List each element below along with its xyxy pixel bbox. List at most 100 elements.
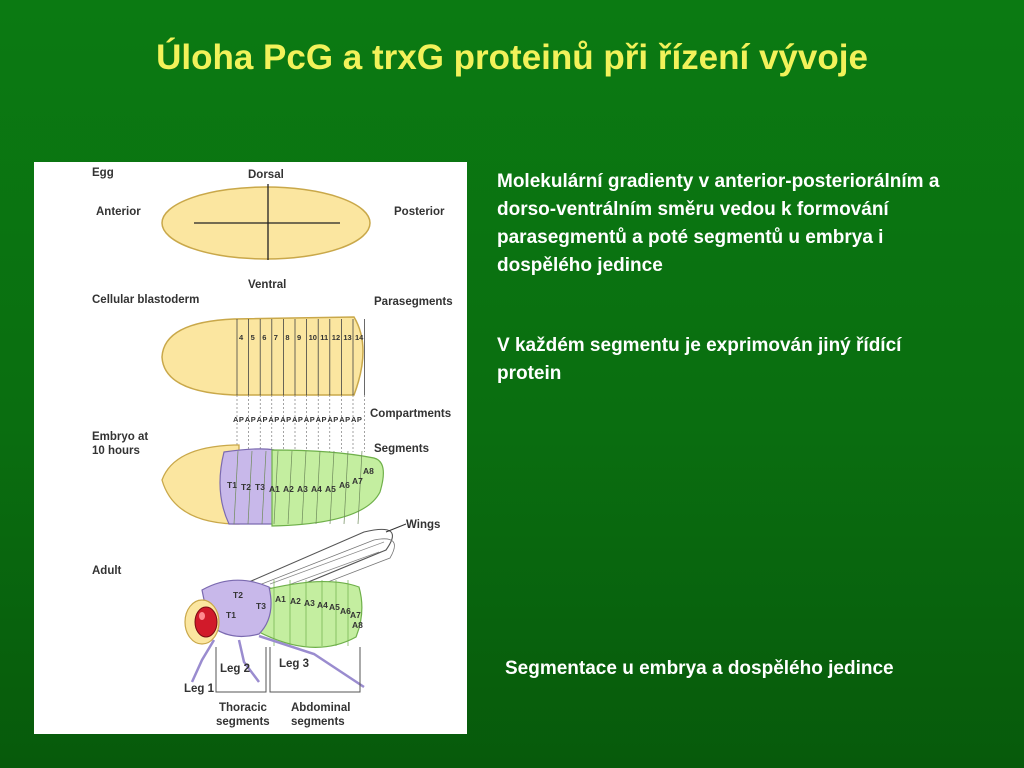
leg-3 [258,634,365,689]
leg-1 [190,639,216,683]
compartment-letter: A [304,415,310,424]
wing-vein [279,551,380,589]
segment-boundary [343,450,349,525]
compartment-letter: P [263,415,268,424]
wing-lower [252,538,395,598]
embryo-abdomen [271,449,384,527]
compartments-label: Compartments [370,408,451,420]
adult-abdominal-label: A6 [340,606,351,616]
segment-boundary [233,450,239,525]
segment-boundary [357,450,363,525]
adult-abdominal-label: A4 [317,600,328,610]
compartment-letter: P [251,415,256,424]
parasegment-number: 10 [309,333,317,342]
thoracic-label-line1: Thoracic [219,702,268,714]
compartment-letter: A [245,415,251,424]
embryo-label-line2: 10 hours [92,445,140,457]
compartment-letter: A [280,415,286,424]
description-paragraph-1: Molekulární gradienty v anterior-posteri… [497,171,940,276]
adult-label: Adult [92,565,122,577]
segmentation-figure: Egg Dorsal Anterior Posterior Ventral Ce… [34,162,467,734]
segment-boundary [261,450,267,525]
parasegment-number: 8 [285,333,289,342]
thoracic-bracket [215,647,267,693]
segment-boundary [301,450,307,525]
adult-thoracic-label: T2 [233,590,243,600]
adult-abdominal-label: A3 [304,598,315,608]
slide-title: Úloha PcG a trxG proteinů při řízení výv… [156,38,868,77]
adult-abdominal-label: A2 [290,596,301,606]
embryo-thorax [219,448,275,525]
parasegment-number: 12 [332,333,340,342]
compartment-letter: A [233,415,239,424]
compartment-letter: P [322,415,327,424]
embryo-segment-label: T2 [241,482,251,492]
abdominal-label-line1: Abdominal [291,702,350,714]
embryo-segment-label: A4 [311,484,322,494]
thoracic-label-line2: segments [216,716,270,728]
segment-boundary [273,450,279,525]
compartment-letter: A [257,415,263,424]
abdominal-label-line2: segments [291,716,345,728]
compartment-letter: A [268,415,274,424]
compartment-letter: A [327,415,333,424]
compartment-letter: A [316,415,322,424]
compartment-letter: P [345,415,350,424]
parasegment-number: 11 [320,333,328,342]
parasegments-label: Parasegments [374,296,453,308]
segment-boundary [329,450,335,525]
compartment-letter: A [292,415,298,424]
leg2-label: Leg 2 [220,663,250,675]
parasegment-number: 4 [239,333,244,342]
ventral-label: Ventral [248,279,286,291]
wing-pointer [385,523,407,533]
leg-2 [237,639,260,683]
embryo-segment-label: A1 [269,484,280,494]
embryo-segment-label: A7 [352,476,363,486]
description-paragraph-2: V každém segmentu je exprimován jiný říd… [497,335,902,384]
wings-label: Wings [406,519,440,531]
parasegment-number: 7 [274,333,278,342]
adult-thoracic-label: T3 [256,601,266,611]
compartment-letter: P [333,415,338,424]
adult-abdominal-label: A8 [352,620,363,630]
compartment-letter: A [339,415,345,424]
embryo-segment-label: A6 [339,480,350,490]
blastoderm-shape [161,316,364,396]
blastoderm-label: Cellular blastoderm [92,294,199,306]
compartment-letter: P [286,415,291,424]
parasegment-number: 14 [355,333,364,342]
compartment-letter: P [310,415,315,424]
dorsal-label: Dorsal [248,169,284,181]
anterior-label: Anterior [96,206,141,218]
adult-abdomen [255,580,363,648]
compound-eye [194,606,218,638]
egg-label: Egg [92,167,114,179]
compartment-letter: P [274,415,279,424]
compartment-letter: A [351,415,357,424]
parasegment-number: 5 [251,333,255,342]
parasegment-number: 9 [297,333,301,342]
embryo-segment-label: T3 [255,482,265,492]
posterior-label: Posterior [394,206,445,218]
adult-abdominal-label: A1 [275,594,286,604]
adult-abdomen-stripes [273,580,349,646]
adult-abdominal-label: A7 [350,610,361,620]
eye-highlight [199,612,205,620]
embryo-segment-label: T1 [227,480,237,490]
wing-vein [269,541,385,585]
figure-caption: Segmentace u embrya a dospělého jedince [505,658,894,679]
compartment-letter: P [298,415,303,424]
embryo-segment-boundaries [233,450,363,525]
compartment-letter: P [239,415,244,424]
segment-boundary [247,450,253,525]
adult-thoracic-label: T1 [226,610,236,620]
parasegment-number: 13 [343,333,351,342]
segments-label: Segments [374,443,429,455]
adult-abdominal-label: A5 [329,602,340,612]
embryo-segment-label: A2 [283,484,294,494]
